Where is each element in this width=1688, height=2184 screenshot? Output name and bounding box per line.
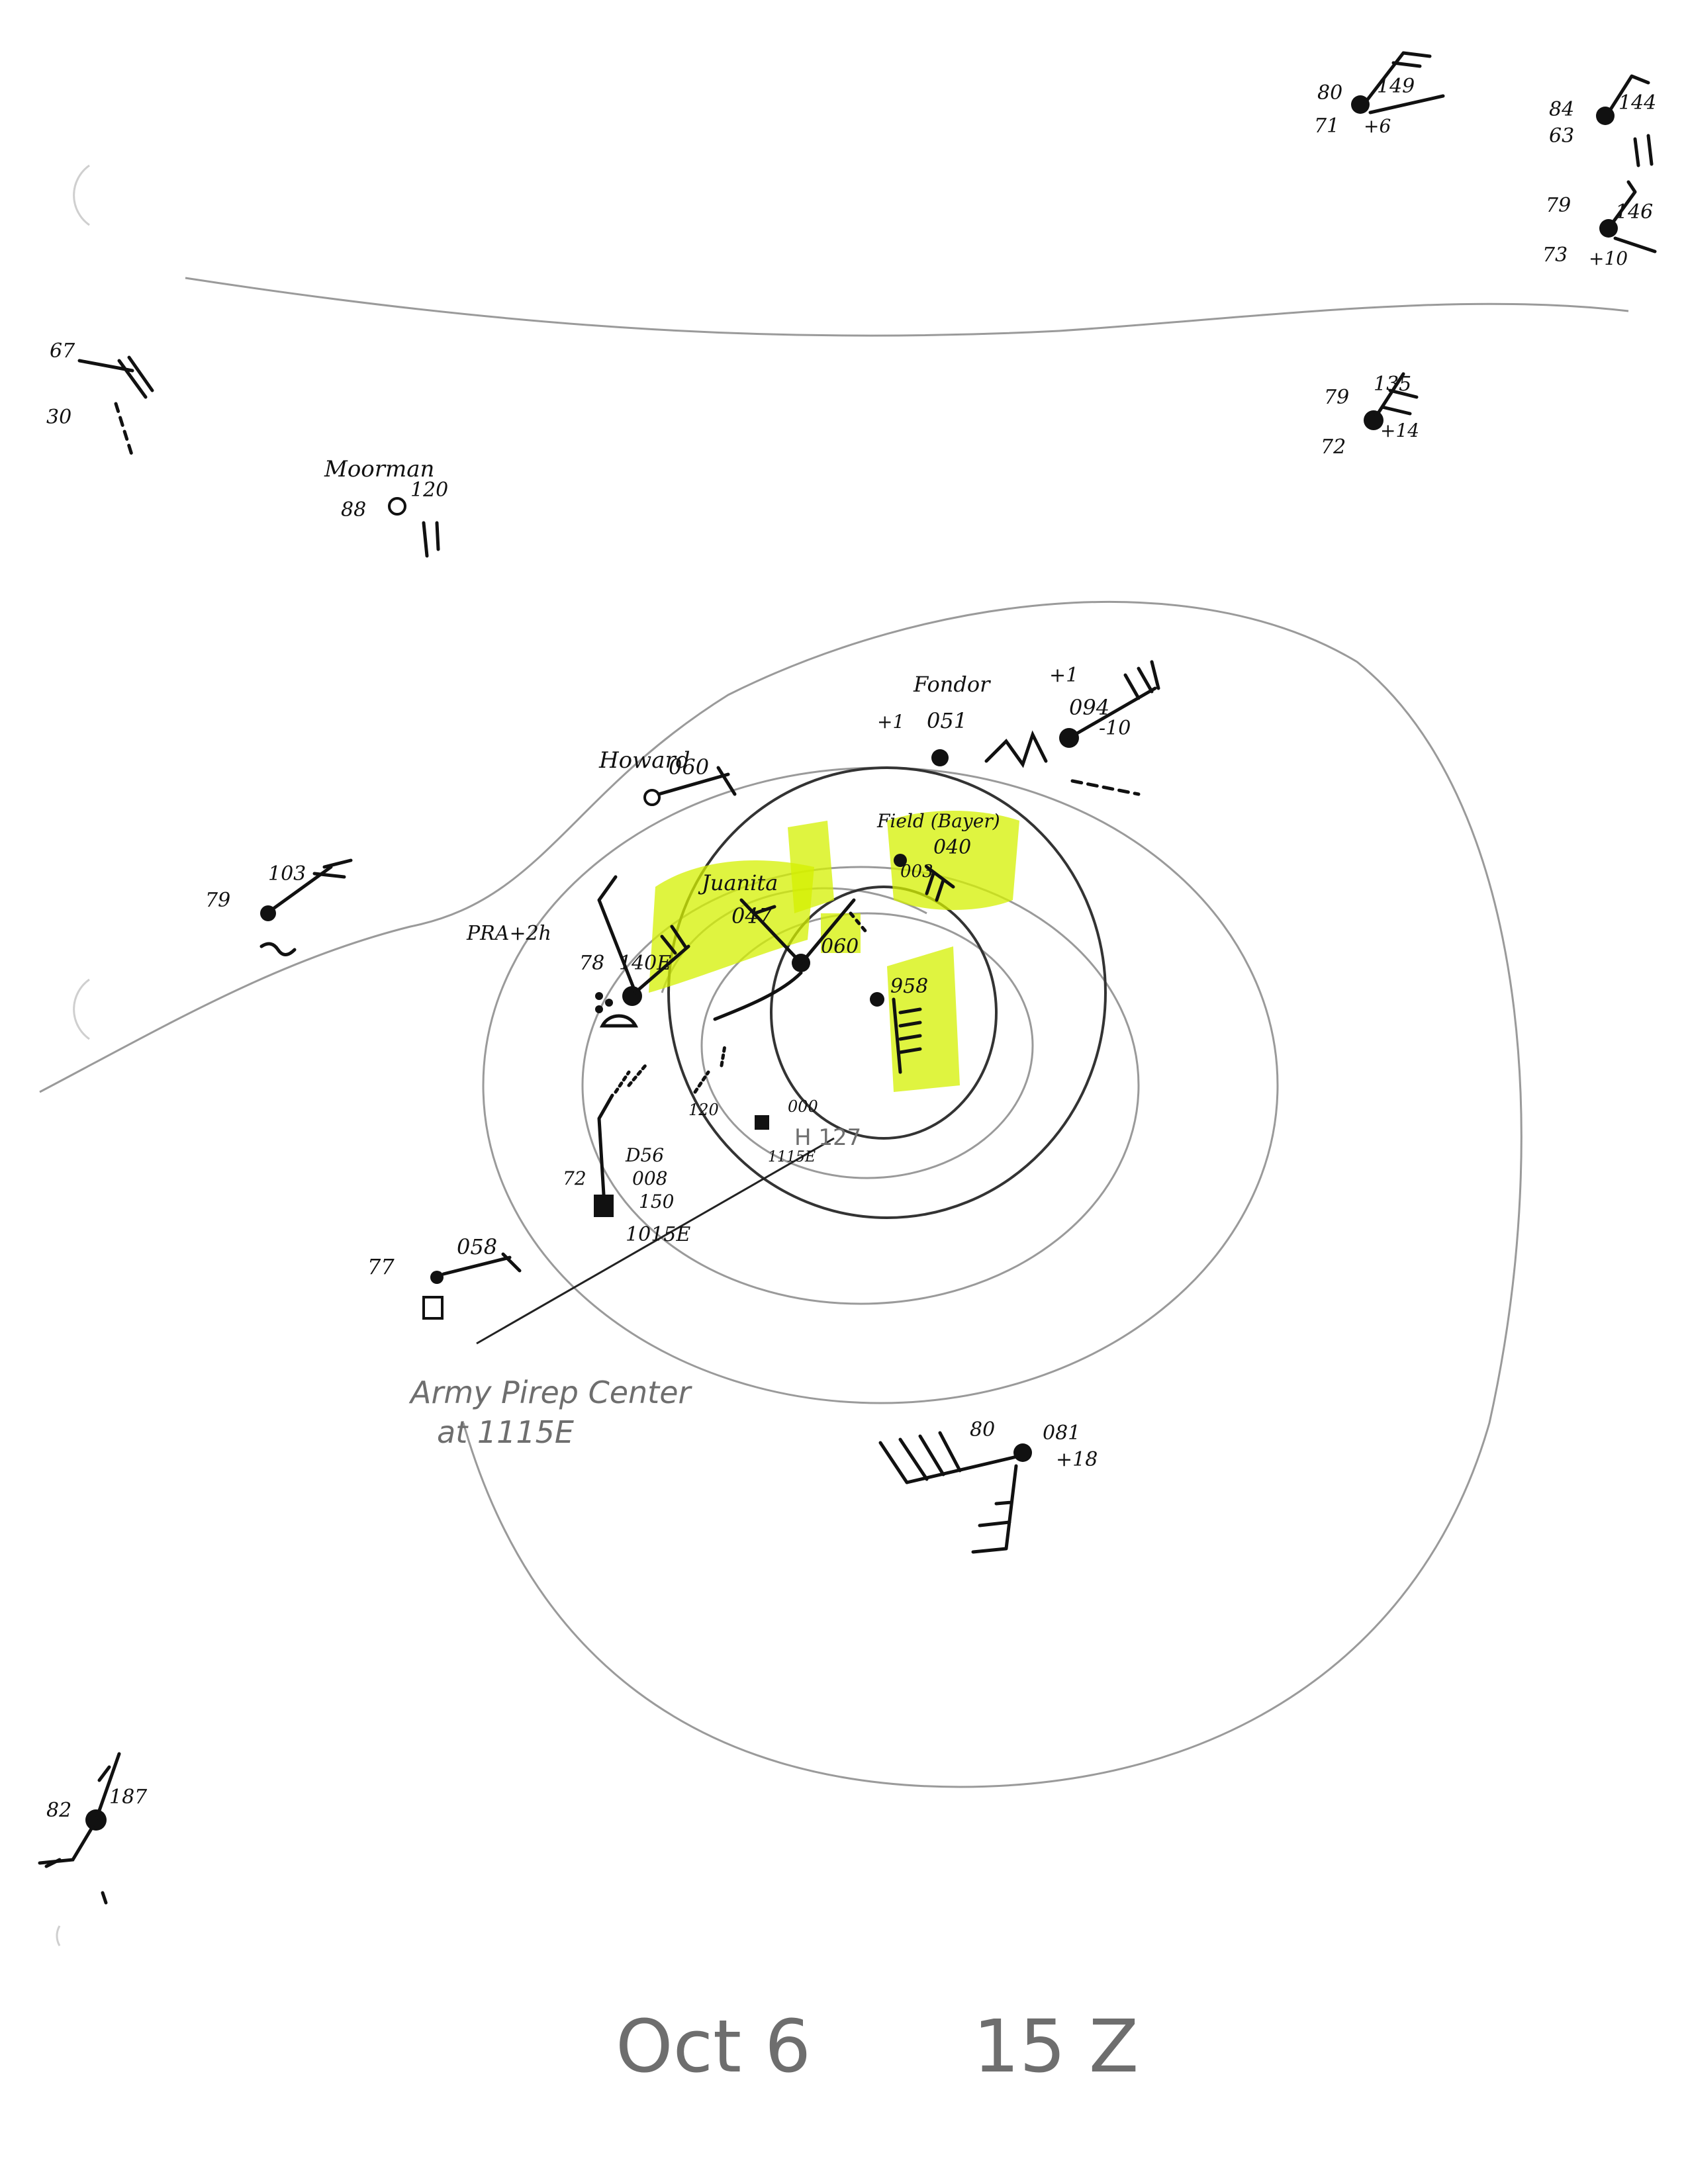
station-ne1: 80 71 149 +6: [1314, 51, 1445, 138]
station-pressure: 958: [890, 975, 928, 998]
station-s1: 72 D56 008 150 1015E: [563, 1064, 690, 1246]
isobars-ink: [667, 766, 1107, 1219]
note-000: 000: [788, 1097, 818, 1116]
caption-time: 15 Z: [973, 2004, 1139, 2089]
station-dot: [622, 986, 642, 1006]
pirep-pointer-line: [476, 1137, 835, 1345]
station-ne3: 79 73 146 +10: [1542, 180, 1657, 269]
station-tendency: +18: [1056, 1448, 1098, 1471]
caption-date: Oct 6: [616, 2004, 811, 2089]
station-pressure: 060: [669, 754, 709, 780]
station-juanita: Juanita 047: [698, 870, 856, 1021]
station-pressure: 187: [109, 1786, 148, 1809]
station-pressure: 040: [933, 836, 971, 859]
station-tendency: -10: [1099, 717, 1131, 740]
station-dot: [1013, 1443, 1032, 1462]
map-caption: Oct 6 15 Z: [616, 2004, 1139, 2089]
note-150: 150: [639, 1191, 674, 1212]
station-pressure: 149: [1377, 75, 1415, 98]
station-dot: [430, 1271, 444, 1284]
station-dot: [1351, 95, 1370, 114]
station-name: PRA+2h: [466, 922, 551, 945]
station-dew: 63: [1549, 124, 1574, 148]
station-field-bayer: Field (Bayer) 040 003: [876, 810, 1000, 902]
pirep-line2: at 1115E: [437, 1414, 574, 1450]
station-temp: 79: [205, 889, 230, 912]
station-pressure: 135: [1374, 373, 1411, 396]
station-pressure: 094: [1069, 695, 1109, 720]
station-tendency: +1: [877, 711, 904, 733]
station-tendency: +10: [1589, 248, 1628, 269]
station-e1: +1 094 -10: [1049, 660, 1160, 748]
station-pressure: 047: [731, 903, 773, 929]
station-dot: [643, 789, 661, 806]
station-ne2: 84 63 144: [1549, 74, 1656, 167]
station-sw1: 82 187: [38, 1752, 148, 1905]
note-1015e: 1015E: [626, 1223, 690, 1246]
station-pra: PRA+2h 78 140E: [466, 875, 690, 1028]
station-pressure: 003: [900, 862, 933, 882]
station-dew: 72: [1321, 435, 1346, 459]
station-name: Moorman: [324, 456, 434, 482]
station-pressure: 144: [1618, 91, 1656, 114]
station-moorman: Moorman 88 120: [324, 456, 448, 558]
station-tendency: +6: [1364, 115, 1391, 137]
station-name: Field (Bayer): [876, 810, 1000, 832]
center-high: 120 000 H 127 1115E: [688, 1044, 861, 1165]
station-temp: 77: [367, 1254, 395, 1279]
station-dew: 73: [1542, 244, 1568, 267]
station-dot: [931, 749, 949, 766]
punch-holes: [56, 164, 90, 1946]
station-pressure: 146: [1615, 201, 1653, 224]
station-pressure: 120: [410, 478, 448, 502]
station-tendency: +1: [1049, 664, 1078, 687]
station-pressure: 081: [1043, 1422, 1080, 1445]
station-fondor: Fondor +1 051: [877, 672, 1141, 796]
station-temp: 88: [341, 498, 366, 522]
station-c2: 958: [870, 975, 928, 1074]
station-w1: 79 103: [205, 858, 353, 956]
station-pressure: 051: [927, 708, 967, 733]
station-dot: [594, 1195, 614, 1217]
station-pressure: 103: [268, 862, 306, 886]
station-nw1: 67 30: [46, 340, 154, 459]
station-temp: 82: [46, 1799, 71, 1822]
station-dew: 30: [46, 406, 71, 429]
station-pressure: 058: [457, 1234, 497, 1259]
isobars-pencil: [39, 277, 1629, 1788]
station-dot: [870, 992, 884, 1007]
station-name: Juanita: [698, 870, 778, 895]
station-tendency: +14: [1380, 420, 1419, 441]
station-dew: 71: [1314, 114, 1339, 138]
station-temp: 79: [1324, 386, 1349, 409]
station-temp: 80: [1317, 81, 1342, 105]
station-temp: 80: [970, 1418, 995, 1441]
center-marker: [755, 1115, 769, 1130]
army-pirep-annotation: Army Pirep Center at 1115E: [408, 1375, 692, 1450]
highlight-areas: [649, 811, 1019, 1092]
station-howard: Howard 060: [598, 747, 737, 806]
station-dot: [894, 854, 907, 867]
note-d56: D56: [625, 1144, 664, 1166]
station-s2: 77 058: [367, 1234, 522, 1320]
station-ne4: 79 72 135 +14: [1321, 372, 1419, 459]
station-temp: 84: [1549, 98, 1574, 121]
station-temp: 78: [579, 952, 604, 975]
station-name: Fondor: [913, 672, 991, 697]
station-name: Howard: [598, 747, 690, 774]
station-dot: [388, 497, 406, 516]
station-pressure: 140E: [619, 952, 671, 975]
pirep-line1: Army Pirep Center: [408, 1375, 692, 1410]
station-pressure: 060: [821, 935, 859, 958]
station-temp: 67: [50, 340, 75, 363]
station-se1: 80 081 +18: [878, 1418, 1098, 1554]
note-120: 120: [688, 1101, 719, 1119]
station-pressure: 008: [632, 1167, 667, 1189]
station-temp: 79: [1546, 194, 1571, 217]
center-label: H 127: [794, 1124, 861, 1151]
note-1115e: 1115E: [768, 1149, 816, 1165]
station-temp: 72: [563, 1167, 586, 1189]
station-c1: 060: [821, 911, 869, 958]
